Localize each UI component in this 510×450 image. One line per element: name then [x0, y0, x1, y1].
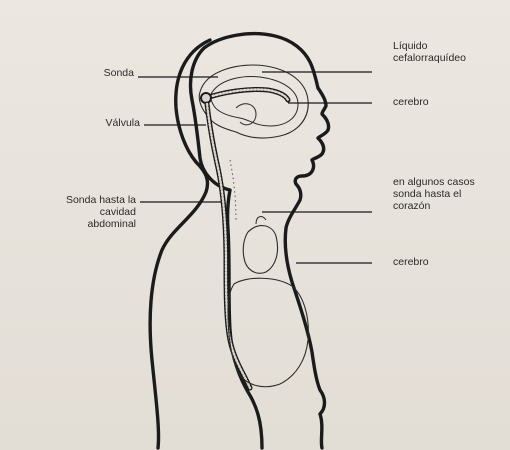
- label-sonda: Sonda: [74, 67, 134, 79]
- heart-outline: [243, 226, 277, 274]
- ear-outline: [236, 104, 256, 125]
- label-liquido-cefalorraquideo: Líquido cefalorraquídeo: [393, 40, 503, 64]
- label-sonda-abdominal: Sonda hasta la cavidad abdominal: [30, 194, 136, 230]
- valve: [201, 93, 211, 103]
- label-cerebro-bottom: cerebro: [393, 256, 493, 268]
- ventricle-outer: [199, 65, 308, 138]
- label-cerebro-top: cerebro: [393, 96, 493, 108]
- label-valvula: Válvula: [74, 117, 140, 129]
- label-corazon: en algunos casos sonda hasta el corazón: [393, 176, 505, 212]
- brain-contour: [210, 77, 298, 126]
